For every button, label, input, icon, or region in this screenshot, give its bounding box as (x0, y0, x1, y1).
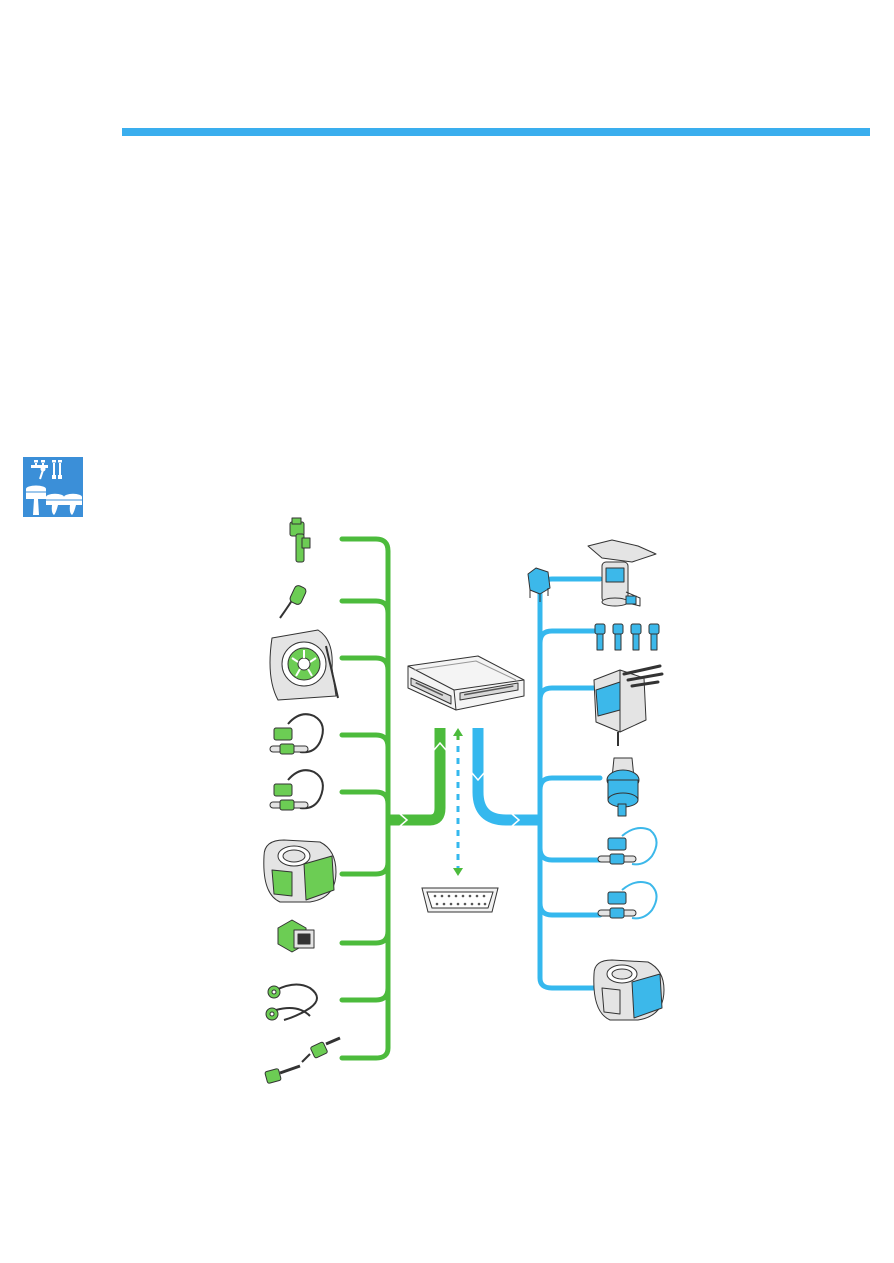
relay-icon (527, 567, 551, 602)
oxygen-sensor-heater-icon (597, 827, 658, 866)
flow-arrow-icon (471, 772, 485, 782)
flow-arrow-icon (511, 813, 521, 827)
sensor-signal-lines (339, 536, 391, 1061)
flow-arrow-icon (433, 741, 447, 751)
brake-clutch-switch-icon (264, 1036, 341, 1084)
throttle-valve-drive-icon (593, 959, 665, 1021)
ignition-coil-icon (593, 664, 664, 746)
engine-management-diagram (240, 510, 690, 1100)
throttle-valve-module-icon (263, 839, 337, 903)
oxygen-sensor-icon (269, 769, 324, 811)
knock-sensor-icon (265, 983, 318, 1021)
oxygen-sensor-heater-icon (597, 881, 658, 920)
engine-control-unit-icon (407, 655, 525, 711)
engine-speed-sensor-icon (279, 585, 307, 619)
fuel-pump-with-relay-icon (587, 539, 657, 607)
obd-diagnostic-connector-icon (421, 887, 499, 913)
coolant-temperature-sensor-icon (277, 919, 315, 953)
oxygen-sensor-icon (269, 713, 324, 755)
canister-purge-valve-icon (606, 757, 640, 817)
flow-arrow-icon (399, 813, 409, 827)
camshaft-hall-sensor-icon (269, 629, 339, 701)
actuator-signal-lines (537, 576, 603, 991)
sensor-trunk-line (388, 728, 446, 826)
actuator-trunk-line (472, 728, 540, 826)
engine-pistons-icon (23, 457, 83, 517)
header-rule (122, 128, 870, 136)
fuel-injectors-icon (594, 623, 660, 651)
air-mass-meter-icon (289, 517, 311, 563)
diagnostic-link-arrow (453, 728, 463, 876)
